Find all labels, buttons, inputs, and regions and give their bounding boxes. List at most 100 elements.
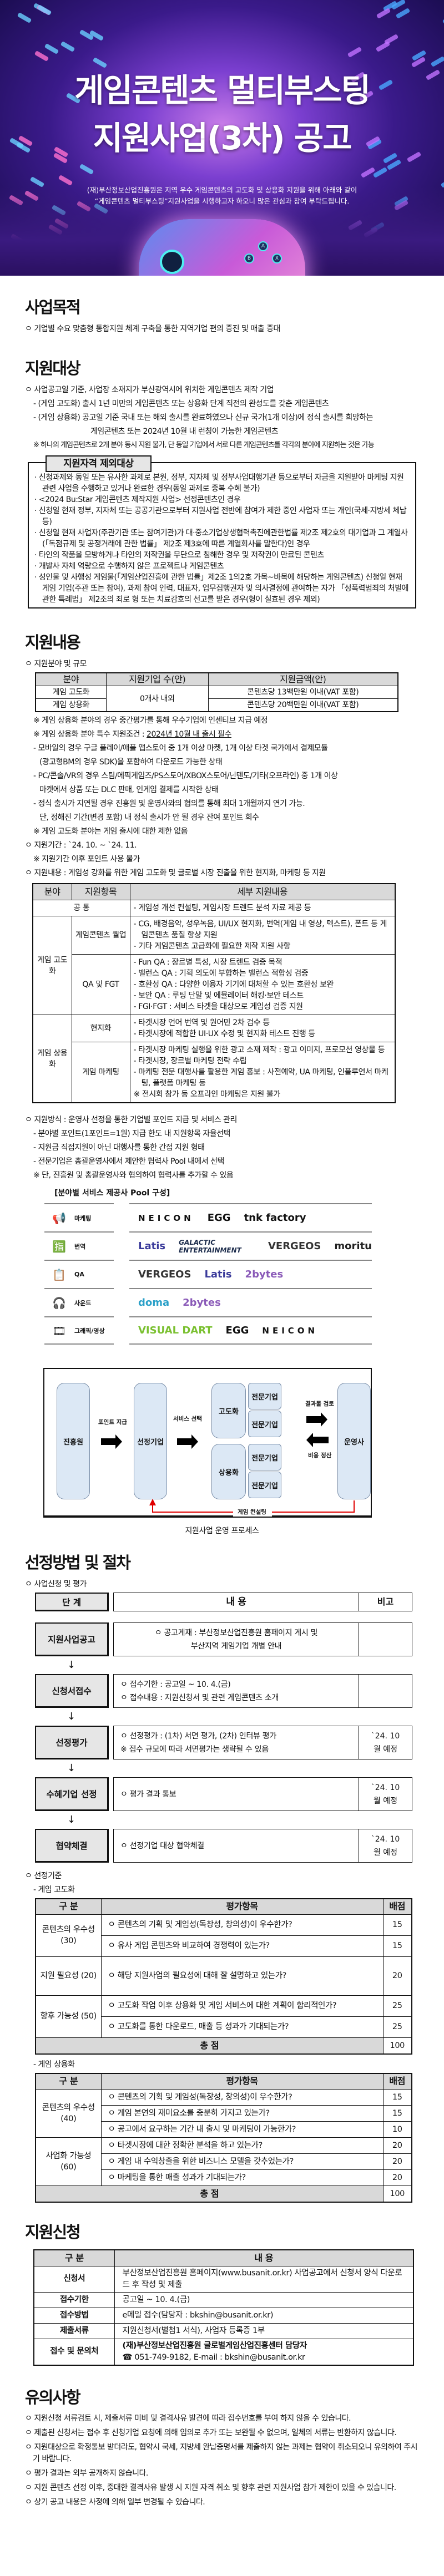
total-label: 총 점 bbox=[36, 2037, 383, 2054]
light-streak bbox=[431, 56, 444, 67]
step-line: ㅇ 선정평가 : (1차) 서면 평가, (2차) 인터뷰 평가 bbox=[120, 1730, 352, 1743]
category-label: QA bbox=[74, 1271, 84, 1278]
section-heading-target: 지원대상 bbox=[25, 359, 419, 378]
step-stage: 선정평가 bbox=[35, 1726, 109, 1759]
step-row: 수혜기업 선정ㅇ 평가 결과 통보`24. 10월 예정 bbox=[35, 1777, 412, 1811]
group-cell: 향후 가능성 (50) bbox=[36, 1995, 101, 2037]
step-row: 지원사업공고ㅇ 공고게재 : 부산정보산업진흥원 홈페이지 게시 및부산지역 게… bbox=[35, 1622, 412, 1656]
col-header: 배점 bbox=[383, 1899, 412, 1914]
table-row: 사업화 가능성 (60)ㅇ 타겟시장에 대한 정확한 분석을 하고 있는가?20 bbox=[36, 2137, 412, 2153]
detail-line: - 타겟시장에 적합한 UI·UX 수정 및 현지화 테스트 진행 등 bbox=[134, 1028, 392, 1039]
scale-table: 분야지원기업 수(안)지원금액(안) 게임 고도화0개사 내외콘텐츠당 13백만… bbox=[35, 672, 398, 712]
clipboard-check-icon: 📋 bbox=[52, 1268, 74, 1281]
criterion-cell: ㅇ 유사 게임 콘텐츠와 비교하여 경쟁력이 있는가? bbox=[101, 1935, 383, 1956]
pool-category: 📢마케팅 bbox=[44, 1203, 114, 1231]
button-a-icon: A bbox=[258, 241, 268, 251]
detail-cell: - Fun QA : 장르별 특성, 시장 트렌드 검증 목적- 밸런스 QA … bbox=[130, 955, 395, 1015]
pool-category: 📋QA bbox=[44, 1260, 114, 1288]
table-row: 지원 필요성 (20)ㅇ 해당 지원사업의 필요성에 대해 잘 설명하고 있는가… bbox=[36, 1956, 412, 1995]
step-content: ㅇ 선정평가 : (1차) 서면 평가, (2차) 인터뷰 평가※ 접수 규모에… bbox=[114, 1726, 359, 1759]
condition-item: - 정식 출시가 지연될 경우 진흥원 및 운영사와의 협의를 통해 최대 1개… bbox=[25, 798, 419, 809]
provider-logo: doma bbox=[138, 1297, 169, 1309]
col-header: 평가항목 bbox=[101, 1899, 383, 1914]
provider-logo: tnk factory bbox=[244, 1212, 306, 1224]
pool-row: 📋QAVERGEOSLatis2bytes bbox=[44, 1260, 372, 1288]
table-row: 공 통- 게임성 개선 컨설팅, 게임시장 트렌드 분석 자료 제공 등 bbox=[33, 900, 395, 916]
table-row: 신청서부산정보산업진흥원 홈페이지(www.busanit.or.kr) 사업공… bbox=[34, 2266, 413, 2292]
total-value: 100 bbox=[383, 2037, 412, 2054]
detail-line: - FGI·FGT : 서비스 타겟을 대상으로 게임성 검증 지원 bbox=[134, 1001, 392, 1012]
score-cell: 20 bbox=[383, 1956, 412, 1995]
step-line: 부산지역 게임기업 개별 안내 bbox=[120, 1640, 352, 1653]
arrow-down-icon: ↓ bbox=[35, 1759, 412, 1777]
criterion-cell: ㅇ 타겟시장에 대한 정확한 분석을 하고 있는가? bbox=[101, 2137, 383, 2153]
table-row: 게임 마케팅 - 타겟시장 마케팅 실행을 위한 광고 소재 제작 : 광고 이미… bbox=[33, 1042, 395, 1103]
detail-line: - CG, 배경음악, 성우녹음, UI/UX 현지화, 번역(게임 내 영상,… bbox=[134, 919, 392, 941]
detail-line: ※ 전시회 참가 등 오프라인 마케팅은 지원 불가 bbox=[134, 1089, 392, 1100]
total-row: 총 점100 bbox=[36, 2037, 412, 2054]
table-row: 게임 상용화현지화- 타겟시장 언어 번역 및 원어민 2차 검수 등- 타겟시… bbox=[33, 1015, 395, 1042]
detail-line: - 타겟시장 언어 번역 및 원어민 2차 검수 등 bbox=[134, 1017, 392, 1028]
cell: 0개사 내외 bbox=[106, 686, 208, 712]
step-line: ㅇ 공고게재 : 부산정보산업진흥원 홈페이지 게시 및 bbox=[120, 1626, 352, 1640]
provider-logo: NEICON bbox=[262, 1326, 318, 1336]
criterion-cell: ㅇ 고도화 작업 이후 상용화 및 게임 서비스에 대한 계획이 합리적인가? bbox=[101, 1995, 383, 2016]
criteria-table: 구 분평가항목배점콘텐츠의 우수성 (40)ㅇ 콘텐츠의 기획 및 게임성(독창… bbox=[35, 2073, 412, 2203]
group-cell: 콘텐츠의 우수성 (40) bbox=[36, 2089, 101, 2137]
item-cell: QA 및 FGT bbox=[72, 955, 130, 1015]
exclusion-box: 지원자격 제외대상 · 신청과제와 동일 또는 유사한 과제로 본원, 정부, … bbox=[28, 462, 416, 608]
notice-item: ㅇ 지원 콘텐츠 선정 이후, 중대한 결격사유 발생 시 지원 자격 취소 및… bbox=[25, 2482, 419, 2494]
score-cell: 15 bbox=[383, 2105, 412, 2121]
score-cell: 20 bbox=[383, 2137, 412, 2153]
note: ※ 게임 고도화 분야는 게임 출시에 대한 제한 없음 bbox=[25, 826, 419, 837]
col-header: 배점 bbox=[383, 2073, 412, 2089]
detail-line: - 타겟시장 마케팅 실행을 위한 광고 소재 제작 : 광고 이미지, 프로모… bbox=[134, 1044, 392, 1056]
step-stage: 수혜기업 선정 bbox=[35, 1777, 109, 1811]
value-cell: 공고일 ~ 10. 4.(금) bbox=[114, 2292, 413, 2308]
cell: 콘텐츠당 13백만원 이내(VAT 포함) bbox=[208, 686, 398, 699]
criterion-cell: ㅇ 고도화를 통한 다운로드, 매출 등 성과가 기대되는가? bbox=[101, 2016, 383, 2037]
provider-logo: VERGEOS bbox=[138, 1269, 191, 1280]
provider-logo: 2bytes bbox=[183, 1297, 221, 1309]
notice-item: ㅇ 제출된 신청서는 접수 후 신청기업 요청에 의해 임의로 추가 또는 보완… bbox=[25, 2427, 419, 2439]
value-cell: e메일 접수(담당자 : bkshin@busanit.or.kr) bbox=[114, 2308, 413, 2323]
button-b-icon: B bbox=[244, 253, 254, 263]
scale-label: ㅇ 지원분야 및 규모 bbox=[25, 658, 419, 670]
notice-item: ㅇ 상기 공고 내용은 사정에 의해 일부 변경될 수 있습니다. bbox=[25, 2497, 419, 2508]
criteria-sublabel: - 게임 고도화 bbox=[25, 1884, 419, 1895]
key-cell: 제출서류 bbox=[34, 2323, 114, 2339]
step-note bbox=[359, 1623, 412, 1656]
criteria-sublabel: - 게임 상용화 bbox=[25, 2059, 419, 2070]
contact-row: 접수 및 문의처(재)부산정보산업진흥원 글로벌게임산업진흥센터 담당자☎ 05… bbox=[34, 2339, 413, 2365]
megaphone-monitor-icon: 📢 bbox=[52, 1211, 74, 1225]
criterion-cell: ㅇ 공고에서 요구하는 기간 내 출시 및 마케팅이 가능한가? bbox=[101, 2121, 383, 2137]
item-cell: 게임 마케팅 bbox=[72, 1042, 130, 1103]
col-header: 지원금액(안) bbox=[208, 673, 398, 686]
period: ㅇ 지원기간 : `24. 10. ~ `24. 11. bbox=[25, 840, 419, 851]
step-line: ㅇ 평가 결과 통보 bbox=[120, 1788, 352, 1801]
detail-line: - 마케팅 전문 대행사를 활용한 게임 홍보 : 사전예약, UA 마케팅, … bbox=[134, 1067, 392, 1089]
score-cell: 20 bbox=[383, 2153, 412, 2169]
light-streak bbox=[347, 47, 362, 58]
item-cell: 게임콘텐츠 퀄업 bbox=[72, 916, 130, 955]
pool-row: 🈯번역LatisGALACTIC ENTERTAINMENTVERGEOSmor… bbox=[44, 1231, 372, 1260]
step-line: ㅇ 선정기업 대상 협약체결 bbox=[120, 1839, 352, 1853]
total-value: 100 bbox=[383, 2185, 412, 2202]
light-streak bbox=[361, 167, 376, 178]
step-stage: 신청서접수 bbox=[35, 1674, 109, 1708]
stage-header: 단 계 bbox=[35, 1593, 109, 1611]
exclusion-item: · 신청일 현재 정부, 지자체 또는 공공기관으로부터 지원사업 전반에 참여… bbox=[34, 505, 410, 528]
note: ※ 게임 상용화 분야의 경우 중간평가를 통해 우수기업에 인센티브 지급 예… bbox=[25, 715, 419, 726]
category-label: 마케팅 bbox=[74, 1214, 91, 1223]
total-label: 총 점 bbox=[36, 2185, 383, 2202]
pool-category: 🎞그래픽/영상 bbox=[44, 1316, 114, 1345]
note: ※ 단, 진흥원 및 총괄운영사와 협의하여 협력사를 추가할 수 있음 bbox=[25, 1170, 419, 1181]
light-streak bbox=[34, 50, 49, 62]
contact-cell: (재)부산정보산업진흥원 글로벌게임산업진흥센터 담당자☎ 051-749-91… bbox=[114, 2339, 413, 2365]
detail-line: - Fun QA : 장르별 특성, 시장 트렌드 검증 목적 bbox=[134, 957, 392, 968]
section-heading-selection: 선정방법 및 절차 bbox=[25, 1553, 419, 1572]
exclusion-item: · 신청일 현재 사업자(주관기관 또는 참여기관)가 대·중소기업상생협력촉진… bbox=[34, 528, 410, 550]
headphones-icon: 🎧 bbox=[52, 1296, 74, 1310]
table-row: 콘텐츠의 우수성 (40)ㅇ 콘텐츠의 기획 및 게임성(독창성, 창의성)이 … bbox=[36, 2089, 412, 2105]
table-row: QA 및 FGT- Fun QA : 장르별 특성, 시장 트렌드 검증 목적-… bbox=[33, 955, 395, 1015]
